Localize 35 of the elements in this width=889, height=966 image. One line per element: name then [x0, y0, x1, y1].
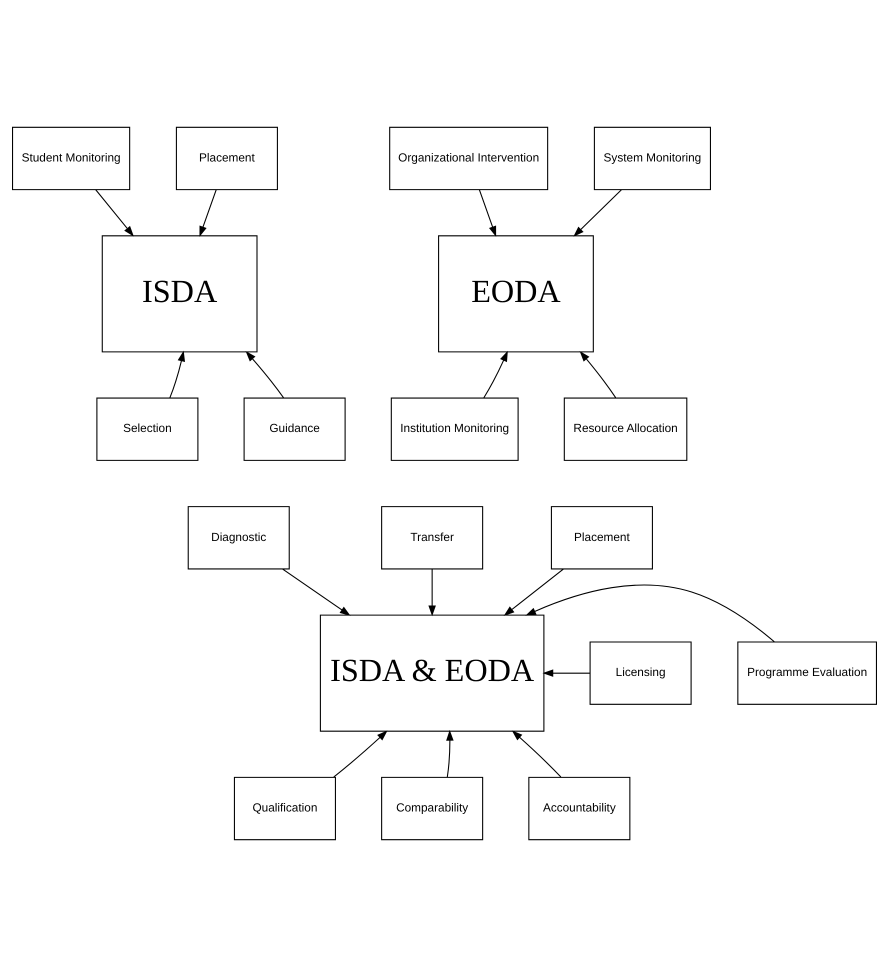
arrow [525, 584, 775, 642]
arrow [282, 568, 351, 616]
arrow [504, 568, 564, 616]
arrow [446, 729, 454, 777]
node-box: ISDA & EODA [320, 614, 544, 732]
node-box: Licensing [590, 640, 692, 704]
node-box: Transfer [381, 506, 484, 569]
arrow [478, 189, 496, 236]
node-box: Placement [550, 506, 653, 569]
node-box: Student Monitoring [12, 126, 130, 190]
arrow [428, 568, 436, 616]
node-box: Placement [176, 126, 278, 190]
node-box: Diagnostic [188, 506, 290, 569]
node-box: Resource Allocation [564, 397, 688, 460]
node-box: Accountability [528, 776, 630, 840]
arrow [483, 350, 508, 398]
node-box: Selection [96, 397, 198, 460]
node-box: System Monitoring [594, 126, 711, 190]
arrow [169, 350, 186, 398]
node-box: Institution Monitoring [390, 397, 519, 460]
node-box: EODA [438, 234, 594, 352]
arrow [573, 188, 622, 236]
arrow [512, 730, 562, 777]
node-box: Organizational Intervention [389, 126, 548, 190]
node-box: ISDA [102, 234, 258, 352]
node-box: Programme Evaluation [737, 640, 877, 704]
arrow [580, 350, 616, 398]
arrow [199, 189, 217, 236]
arrow [542, 668, 590, 676]
arrow [246, 350, 284, 398]
arrow [333, 730, 388, 777]
node-box: Qualification [234, 776, 336, 840]
node-box: Comparability [381, 776, 484, 840]
arrow [95, 188, 134, 236]
node-box: Guidance [244, 397, 346, 460]
